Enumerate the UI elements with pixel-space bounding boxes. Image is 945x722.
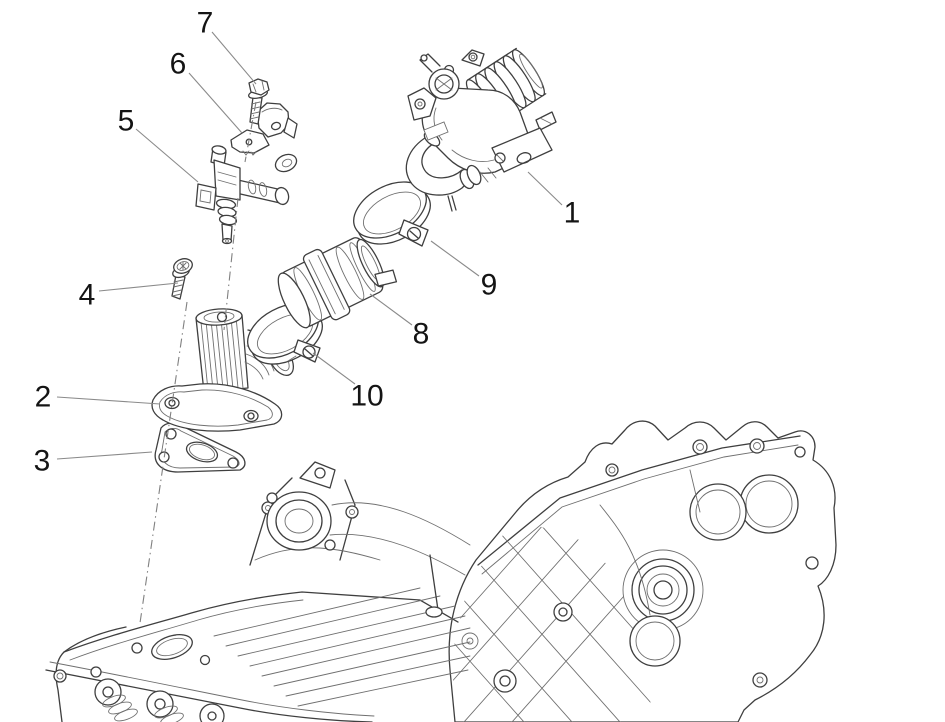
crankcase-drawing bbox=[448, 420, 837, 722]
throttle-body bbox=[405, 47, 557, 212]
part-callout-2: 2 bbox=[35, 381, 52, 414]
cylinder-head-drawing bbox=[45, 461, 471, 722]
coupling-sleeve bbox=[277, 237, 398, 329]
leader-line-1 bbox=[527, 171, 563, 206]
leader-line-5 bbox=[135, 128, 199, 183]
part-callout-5: 5 bbox=[118, 105, 135, 138]
leader-line-4 bbox=[98, 282, 179, 292]
hose-clamp-upper bbox=[353, 181, 431, 247]
part-callout-3: 3 bbox=[34, 445, 51, 478]
valve-springs bbox=[94, 678, 225, 722]
leader-line-6 bbox=[188, 72, 243, 134]
part-callout-7: 7 bbox=[197, 7, 214, 40]
part-callout-6: 6 bbox=[170, 48, 187, 81]
manifold-pipe-hatching bbox=[200, 316, 244, 391]
part-callouts: 1 2 3 4 5 67 8 9 10 bbox=[34, 7, 581, 478]
assembly-axis-lines bbox=[139, 101, 257, 624]
fuel-injector bbox=[195, 145, 298, 245]
bracket-bolt bbox=[248, 78, 270, 125]
part-callout-10: 10 bbox=[350, 380, 383, 413]
axis-line-3 bbox=[139, 301, 188, 624]
axis-line-2 bbox=[223, 197, 239, 331]
leader-line-8 bbox=[369, 293, 413, 326]
engine-intake-collar bbox=[249, 461, 471, 618]
leader-line-10 bbox=[312, 352, 356, 385]
part-callout-4: 4 bbox=[79, 279, 96, 312]
part-callout-1: 1 bbox=[564, 197, 581, 230]
leader-line-2 bbox=[56, 396, 161, 405]
part-callout-9: 9 bbox=[481, 269, 498, 302]
leader-line-7 bbox=[211, 31, 257, 85]
cooling-fins bbox=[213, 587, 471, 707]
axis-line-1 bbox=[244, 101, 257, 163]
leader-line-9 bbox=[430, 240, 480, 277]
gasket bbox=[154, 422, 246, 473]
leader-line-3 bbox=[56, 451, 153, 460]
injector-bracket bbox=[230, 102, 298, 156]
flange-screw bbox=[171, 258, 193, 300]
part-callout-8: 8 bbox=[413, 318, 430, 351]
